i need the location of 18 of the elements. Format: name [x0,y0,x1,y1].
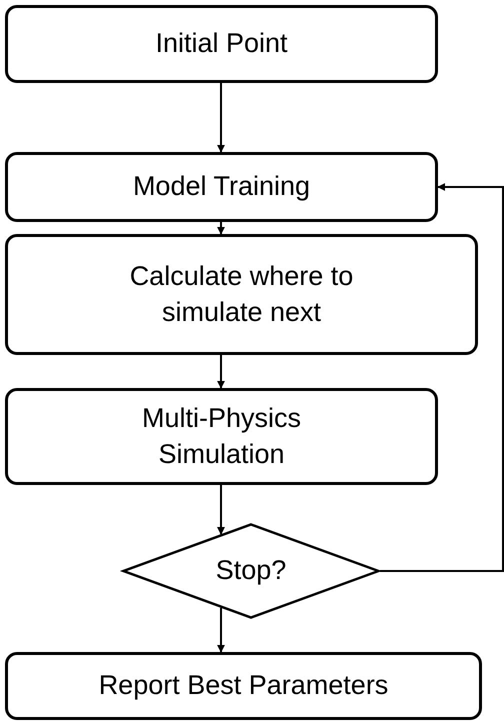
step-label: Model Training [132,170,310,204]
arrow [380,183,504,572]
arrow [217,355,225,389]
step-label: Initial Point [155,27,288,60]
process-box [5,5,438,83]
step-label: Stop? [216,554,286,588]
step-label: Calculate where to simulate next [128,260,354,328]
decision-diamond [122,523,380,619]
process-box [5,388,438,485]
step-label: Multi-Physics Simulation [140,402,302,470]
process-box [5,652,482,720]
arrow [217,485,225,535]
process-box [5,152,438,222]
arrow [217,83,225,153]
arrow [217,222,225,235]
process-box [5,234,478,355]
step-label: Report Best Parameters [98,669,388,702]
arrow [217,608,225,653]
